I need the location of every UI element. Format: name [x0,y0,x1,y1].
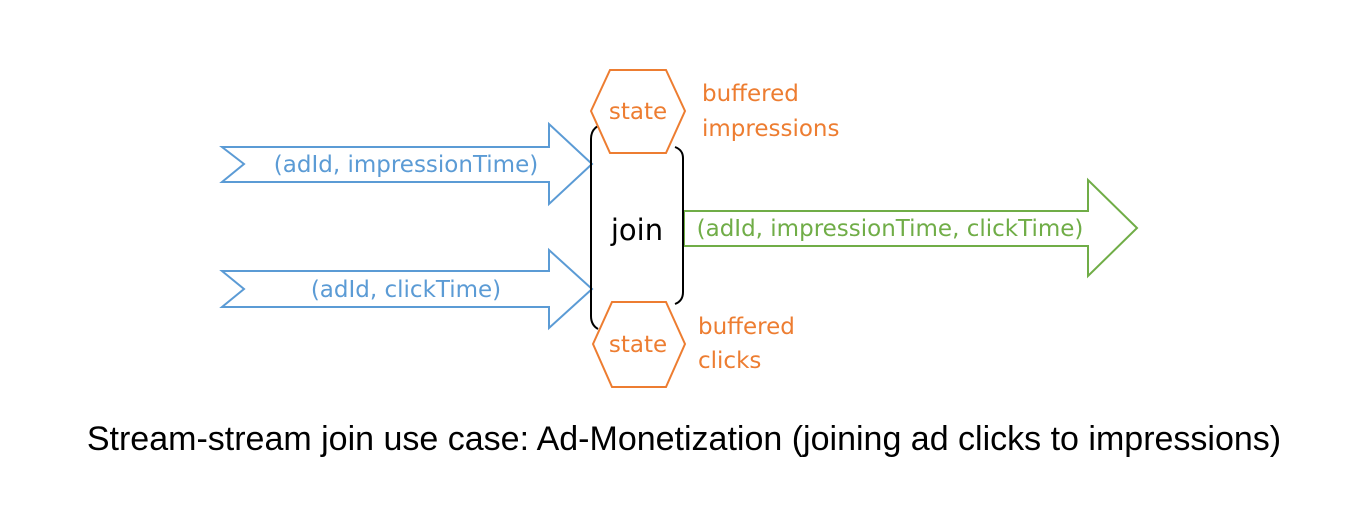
output-stream-label: (adId, impressionTime, clickTime) [697,216,1084,242]
diagram-caption: Stream-stream join use case: Ad-Monetiza… [86,420,1282,458]
state-bottom-note-line2: clicks [698,348,761,374]
clicks-stream-arrow: (adId, clickTime) [219,247,594,331]
state-bottom-hexagon: state [591,301,687,388]
state-top-note-line1: buffered [702,81,799,107]
state-bottom-note-line1: buffered [698,314,795,340]
state-top-label: state [609,99,667,125]
impressions-stream-label: (adId, impressionTime) [274,152,538,178]
impressions-stream-arrow: (adId, impressionTime) [219,121,594,207]
join-operator: join [590,125,684,330]
state-bottom-label: state [609,332,667,358]
clicks-stream-label: (adId, clickTime) [311,277,501,303]
output-stream-arrow: (adId, impressionTime, clickTime) [683,177,1139,279]
state-top-note-line2: impressions [702,116,839,142]
join-label: join [610,213,663,247]
state-top-hexagon: state [589,69,687,154]
